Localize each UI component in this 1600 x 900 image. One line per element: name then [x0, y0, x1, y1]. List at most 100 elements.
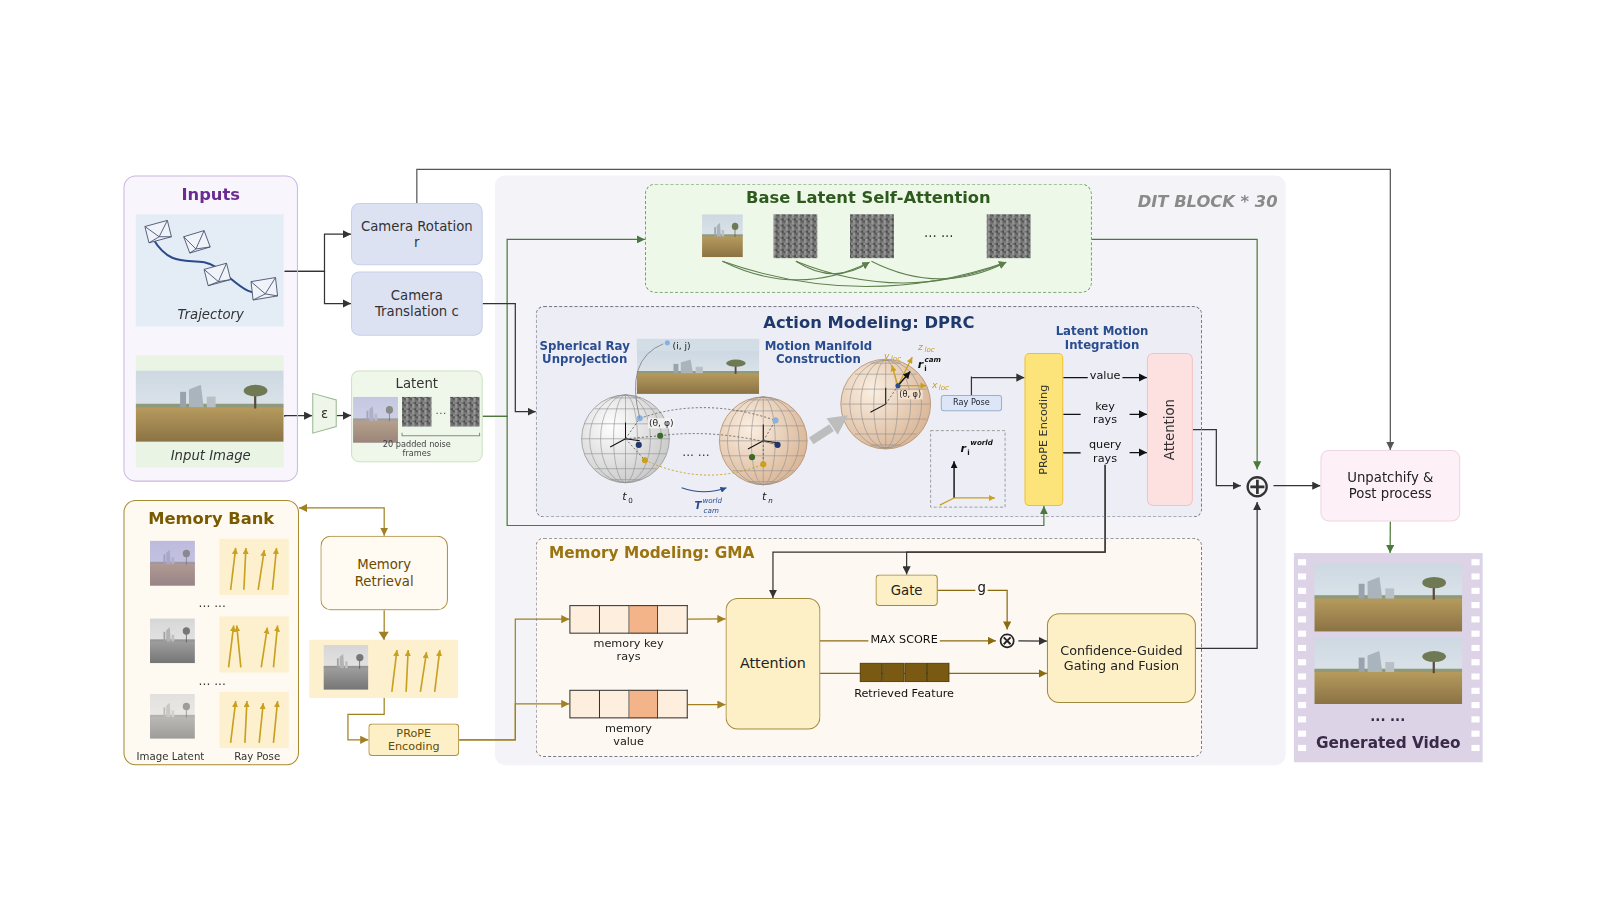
- free-label: t: [762, 490, 766, 503]
- free-label: ... ...: [682, 446, 709, 460]
- sphere-figures: [582, 339, 1005, 507]
- base-frames: [702, 214, 1031, 286]
- node-label: Attention: [1162, 399, 1178, 460]
- node-label: Latent: [396, 376, 438, 392]
- free-label: i: [967, 449, 969, 457]
- edge-label: g: [975, 581, 988, 596]
- free-label: x: [932, 379, 937, 390]
- connector: [337, 415, 351, 417]
- node-label: Base Latent Self-Attention: [746, 188, 991, 208]
- free-label: i: [924, 365, 926, 373]
- free-label: Motion Manifold Construction: [757, 340, 879, 367]
- node-label: Generated Video: [1316, 734, 1461, 752]
- free-label: r: [918, 359, 924, 372]
- node-label: ⊕: [1243, 469, 1270, 502]
- node-label: memory key rays: [593, 637, 664, 664]
- node-label: Memory Bank: [148, 509, 274, 529]
- generated-video-panel: Generated Video: [1294, 553, 1483, 762]
- connector: [285, 416, 313, 417]
- free-label: Image Latent: [136, 751, 204, 763]
- node-label: Action Modeling: DPRC: [763, 312, 974, 332]
- gate-box: Gate: [876, 574, 938, 606]
- latent-box: Latent20 padded noise frames: [351, 370, 483, 462]
- free-label: n: [768, 497, 773, 505]
- camera-rotation-box: Camera Rotation r: [351, 203, 483, 265]
- input-image-panel: Input Image: [137, 356, 285, 468]
- camera-translation-box: Camera Translation c: [351, 271, 483, 335]
- free-label: world: [970, 439, 993, 447]
- edge-label: value: [1088, 370, 1123, 383]
- node-label: Unpatchify & Post process: [1332, 470, 1449, 502]
- film-strip: [1298, 559, 1480, 751]
- connector: [285, 271, 351, 303]
- unpatchify-box: Unpatchify & Post process: [1320, 450, 1460, 521]
- connector: [483, 239, 645, 416]
- vector-cell: [658, 605, 687, 634]
- free-label: Spherical Ray Unprojection: [534, 340, 636, 367]
- vector-cell: [629, 605, 658, 634]
- latent-frames: [353, 397, 480, 443]
- free-label: ... ...: [1370, 710, 1405, 725]
- vector-strip: [569, 690, 687, 719]
- edge-label: key rays: [1081, 400, 1130, 426]
- connector: [938, 590, 1007, 629]
- edge-label: query rays: [1081, 439, 1130, 465]
- free-label: cam: [924, 356, 941, 364]
- memory-retrieval-box: Memory Retrieval: [320, 536, 448, 610]
- free-label: ... ...: [924, 226, 954, 241]
- base-attention-panel: Base Latent Self-Attention: [645, 184, 1092, 293]
- connector: [299, 508, 384, 536]
- inputs-panel: InputsTrajectoryInput Image: [123, 176, 297, 482]
- free-label: …: [435, 405, 446, 418]
- trajectory-panel: Trajectory: [137, 215, 285, 327]
- connector: [1196, 502, 1257, 648]
- free-label: t: [622, 490, 626, 503]
- connector: [971, 377, 1024, 395]
- connector: [285, 234, 351, 271]
- attention-box: Attention: [1147, 353, 1193, 506]
- ray-pose-box: Ray Pose: [941, 395, 1002, 411]
- gating-fusion-box: Confidence-Guided Gating and Fusion: [1047, 613, 1196, 703]
- connector: [688, 618, 726, 619]
- node-label: Input Image: [171, 448, 251, 464]
- vector-cell: [569, 605, 599, 634]
- connector: [417, 169, 1390, 450]
- vector-strip: [569, 605, 687, 634]
- memory-attention-box: Attention: [726, 598, 821, 730]
- free-label: loc: [939, 384, 949, 392]
- free-label: loc: [924, 346, 934, 354]
- node-label: Trajectory: [178, 308, 244, 324]
- free-label: cam: [704, 507, 719, 515]
- free-label: (θ, φ): [648, 418, 675, 429]
- free-label: (i, j): [673, 341, 691, 352]
- memory-modeling-panel: Memory Modeling: GMAmemory key raysmemor…: [536, 538, 1202, 757]
- free-label: ... ...: [199, 597, 226, 611]
- dit-block-panel: DIT BLOCK * 30 Base Latent Self-Attention…: [495, 176, 1286, 766]
- vector-cell: [569, 690, 599, 719]
- connector: [1193, 430, 1241, 486]
- node-label: Gate: [891, 582, 923, 598]
- prope-encoding-box: PRoPE Encoding: [1024, 353, 1063, 506]
- edge-label: Retrieved Feature: [852, 687, 956, 700]
- node-label: Attention: [740, 655, 806, 672]
- node-label: Ray Pose: [953, 398, 990, 408]
- free-label: Latent Motion Integration: [1043, 325, 1160, 352]
- vector-cell: [629, 690, 658, 719]
- connector: [1273, 485, 1320, 486]
- sum-symbol: ⊕: [1241, 469, 1274, 502]
- connector: [907, 453, 1105, 575]
- retrieved-feature-strip: [860, 663, 949, 681]
- vector-cell: [658, 690, 687, 719]
- memory-prope-box: PRoPE Encoding: [368, 723, 459, 756]
- node-label: DIT BLOCK * 30: [1138, 192, 1278, 212]
- node-label: PRoPE Encoding: [1037, 385, 1050, 475]
- node-label: Camera Translation c: [360, 288, 473, 320]
- connector: [1018, 640, 1047, 642]
- memory-bank-entries: [150, 539, 289, 748]
- connector: [459, 619, 569, 740]
- trajectory-figure: [145, 220, 278, 300]
- free-label: Ray Pose: [234, 751, 280, 763]
- memory-key-strip: memory key rays: [569, 605, 687, 666]
- free-label: loc: [891, 355, 901, 363]
